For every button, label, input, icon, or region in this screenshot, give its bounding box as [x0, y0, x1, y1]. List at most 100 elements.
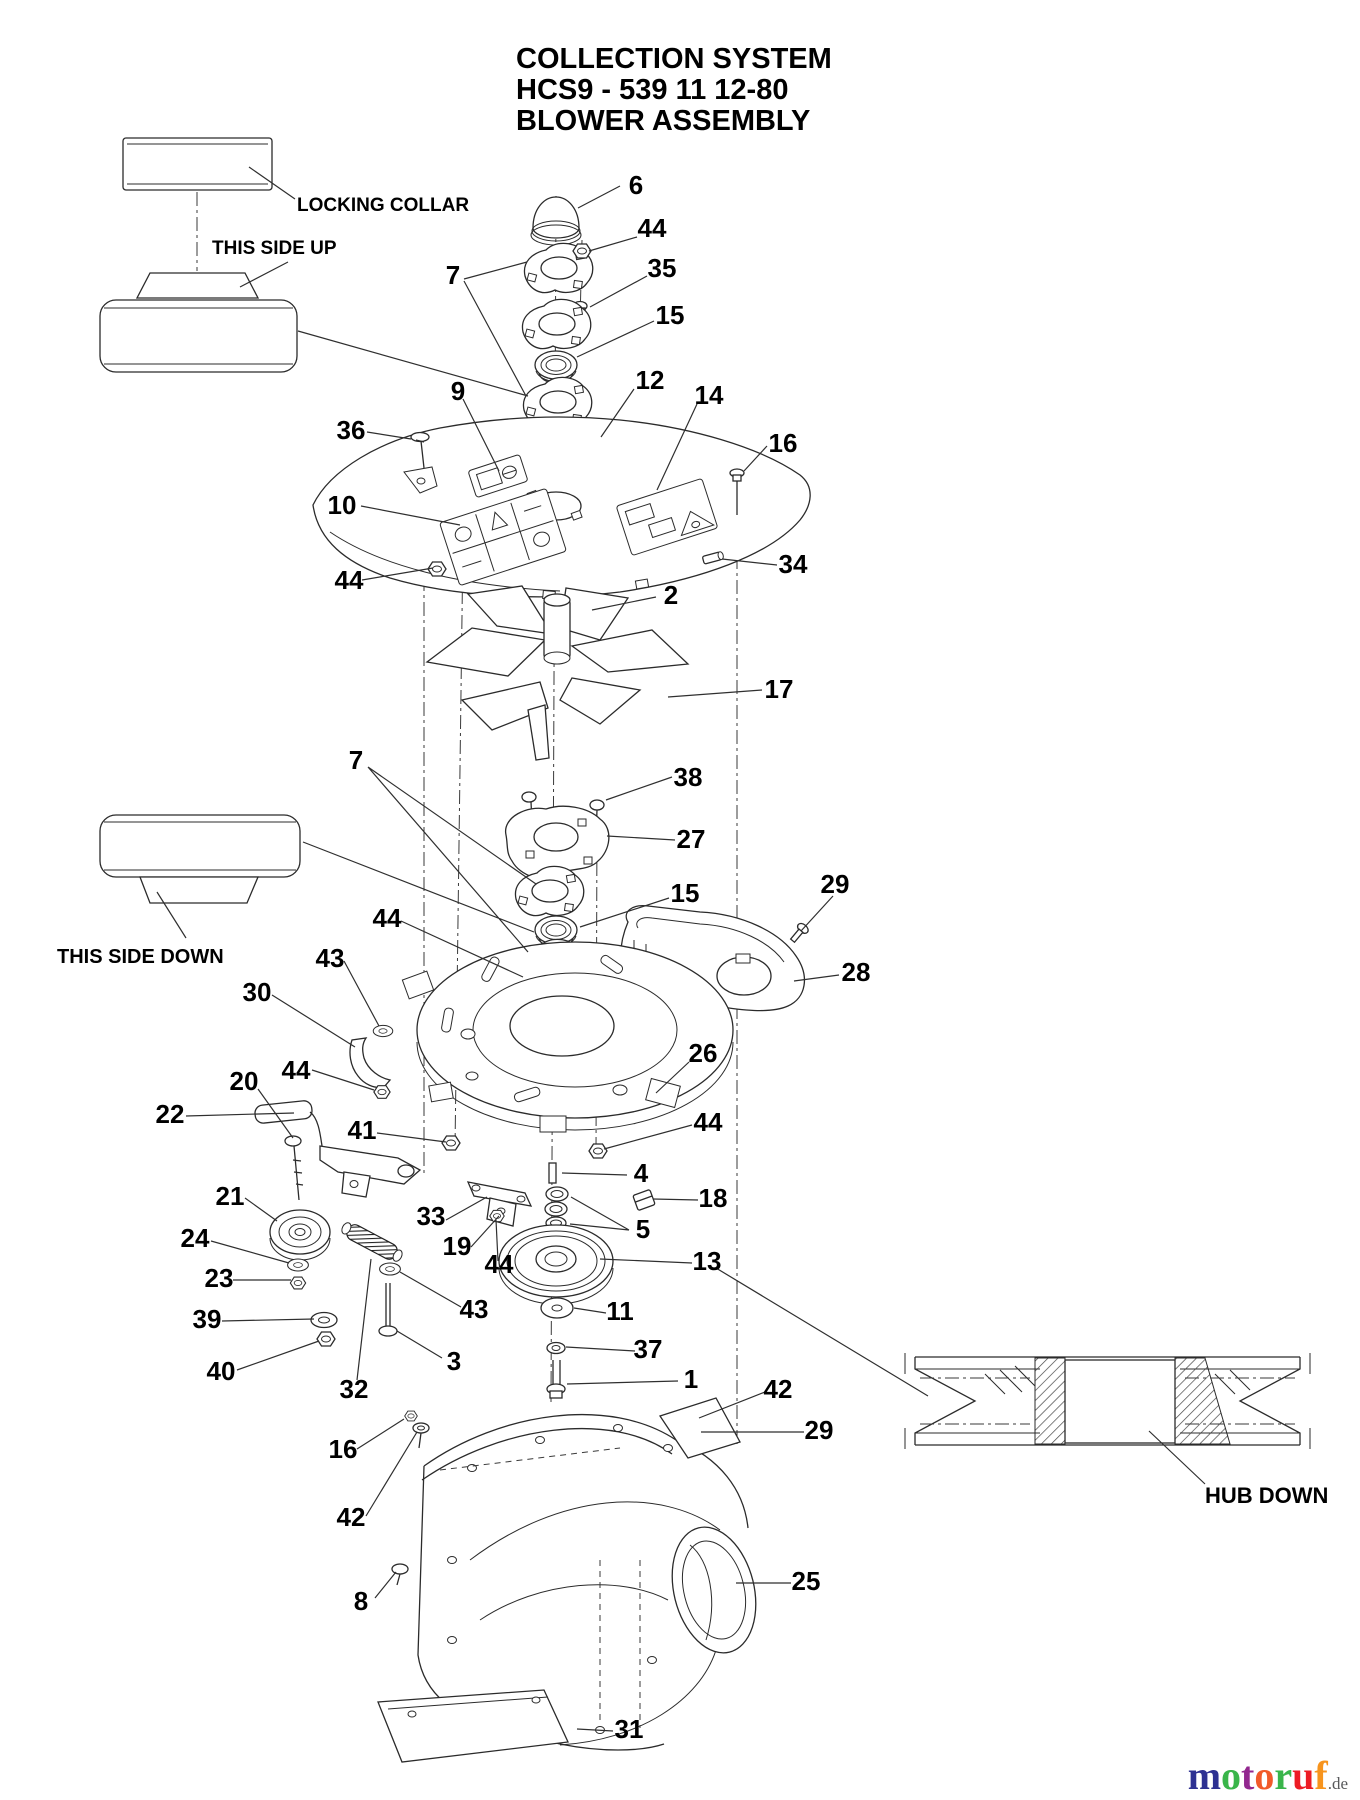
note-hub-down: HUB DOWN [1205, 1483, 1328, 1508]
part-label-27: 27 [677, 824, 706, 854]
part-label-16: 16 [329, 1434, 358, 1464]
screw-20 [284, 1135, 304, 1201]
part-label-12: 12 [636, 365, 665, 395]
title-line-1: COLLECTION SYSTEM [516, 43, 832, 75]
blower-housing-25 [417, 1397, 757, 1751]
part-label-3: 3 [447, 1346, 461, 1376]
part-label-42: 42 [337, 1502, 366, 1532]
note-locking-collar: LOCKING COLLAR [297, 195, 469, 216]
watermark-letter: u [1292, 1753, 1315, 1798]
note-this-side-down: THIS SIDE DOWN [57, 946, 224, 968]
part-label-13: 13 [693, 1246, 722, 1276]
title-line-3: BLOWER ASSEMBLY [516, 105, 810, 137]
part-label-17: 17 [765, 674, 794, 704]
pin-34 [702, 551, 724, 565]
note-this-side-up: THIS SIDE UP [212, 238, 337, 259]
watermark-letter: o [1221, 1753, 1242, 1798]
callout-annotations: LOCKING COLLAR THIS SIDE UP THIS SIDE DOWN… [57, 195, 1328, 1508]
part-label-44: 44 [485, 1249, 514, 1279]
part-label-40: 40 [207, 1356, 236, 1386]
washer-43b [379, 1262, 401, 1276]
part-label-23: 23 [205, 1263, 234, 1293]
bearing-flange-7b [521, 298, 592, 350]
part-label-20: 20 [230, 1066, 259, 1096]
part-label-4: 4 [634, 1158, 649, 1188]
hub-down-pulley [904, 1353, 1311, 1449]
nut-40 [316, 1331, 336, 1347]
decal-14 [616, 478, 718, 556]
part-label-29: 29 [805, 1415, 834, 1445]
part-label-9: 9 [451, 376, 465, 406]
nut-44d [373, 1085, 391, 1099]
nut-16b [404, 1410, 418, 1422]
collar-assembled-down [99, 814, 301, 904]
bottom-plate-31 [377, 1689, 569, 1763]
nut-44b [427, 561, 447, 577]
part-label-44: 44 [694, 1107, 723, 1137]
part-label-26: 26 [689, 1038, 718, 1068]
screw-42a [412, 1422, 430, 1449]
part-label-11: 11 [606, 1296, 634, 1326]
clip-18 [632, 1189, 656, 1211]
part-label-21: 21 [216, 1181, 245, 1211]
watermark-letter: m [1187, 1753, 1222, 1798]
part-label-37: 37 [634, 1334, 663, 1364]
washer-11 [540, 1297, 574, 1319]
part-label-14: 14 [695, 380, 724, 410]
part-label-8: 8 [354, 1586, 368, 1616]
part-label-10: 10 [328, 490, 357, 520]
part-label-44: 44 [373, 903, 402, 933]
parts-artwork [99, 137, 1311, 1763]
part-label-38: 38 [674, 762, 703, 792]
idler-pulley-21 [269, 1209, 331, 1261]
watermark-letter: o [1254, 1753, 1275, 1798]
title-line-2: HCS9 - 539 11 12-80 [516, 74, 788, 106]
watermark-letter: r [1274, 1753, 1293, 1798]
decal-10 [439, 488, 567, 586]
part-label-6: 6 [629, 170, 643, 200]
part-label-19: 19 [443, 1231, 472, 1261]
watermark-letter: f [1314, 1753, 1328, 1798]
washer-39 [310, 1311, 338, 1329]
part-label-30: 30 [243, 977, 272, 1007]
spider-plate-27 [505, 805, 610, 880]
bolt-16a [729, 468, 745, 515]
bolt-8 [391, 1563, 409, 1586]
part-label-7: 7 [349, 745, 363, 775]
part-label-16: 16 [769, 428, 798, 458]
bolt-3 [378, 1283, 398, 1337]
crank-handle-22 [254, 1100, 422, 1198]
part-label-41: 41 [348, 1115, 377, 1145]
watermark-letter: t [1241, 1753, 1255, 1798]
link-33 [466, 1181, 533, 1207]
part-label-29: 29 [821, 869, 850, 899]
fan-17 [425, 585, 690, 761]
part-label-44: 44 [638, 213, 667, 243]
part-label-5: 5 [636, 1214, 650, 1244]
locking-collar-assembled [99, 137, 298, 373]
blower-band-26 [401, 941, 734, 1133]
cap-6 [530, 196, 582, 246]
part-label-44: 44 [335, 565, 364, 595]
nut-44f [489, 1209, 505, 1223]
part-label-33: 33 [417, 1201, 446, 1231]
part-label-39: 39 [193, 1304, 222, 1334]
leader-lines [156, 166, 1206, 1732]
part-label-43: 43 [460, 1294, 489, 1324]
top-plate-12 [312, 416, 811, 601]
nut-41 [441, 1135, 461, 1151]
washer-37 [546, 1341, 566, 1355]
part-label-42: 42 [764, 1374, 793, 1404]
motoruf-watermark: motoruf.de [1188, 1756, 1348, 1796]
part-label-44: 44 [282, 1055, 311, 1085]
washer-24 [287, 1258, 309, 1272]
washer-43a [372, 1024, 394, 1038]
part-label-15: 15 [656, 300, 685, 330]
part-label-18: 18 [699, 1183, 728, 1213]
part-label-22: 22 [156, 1099, 185, 1129]
part-label-2: 2 [664, 580, 678, 610]
